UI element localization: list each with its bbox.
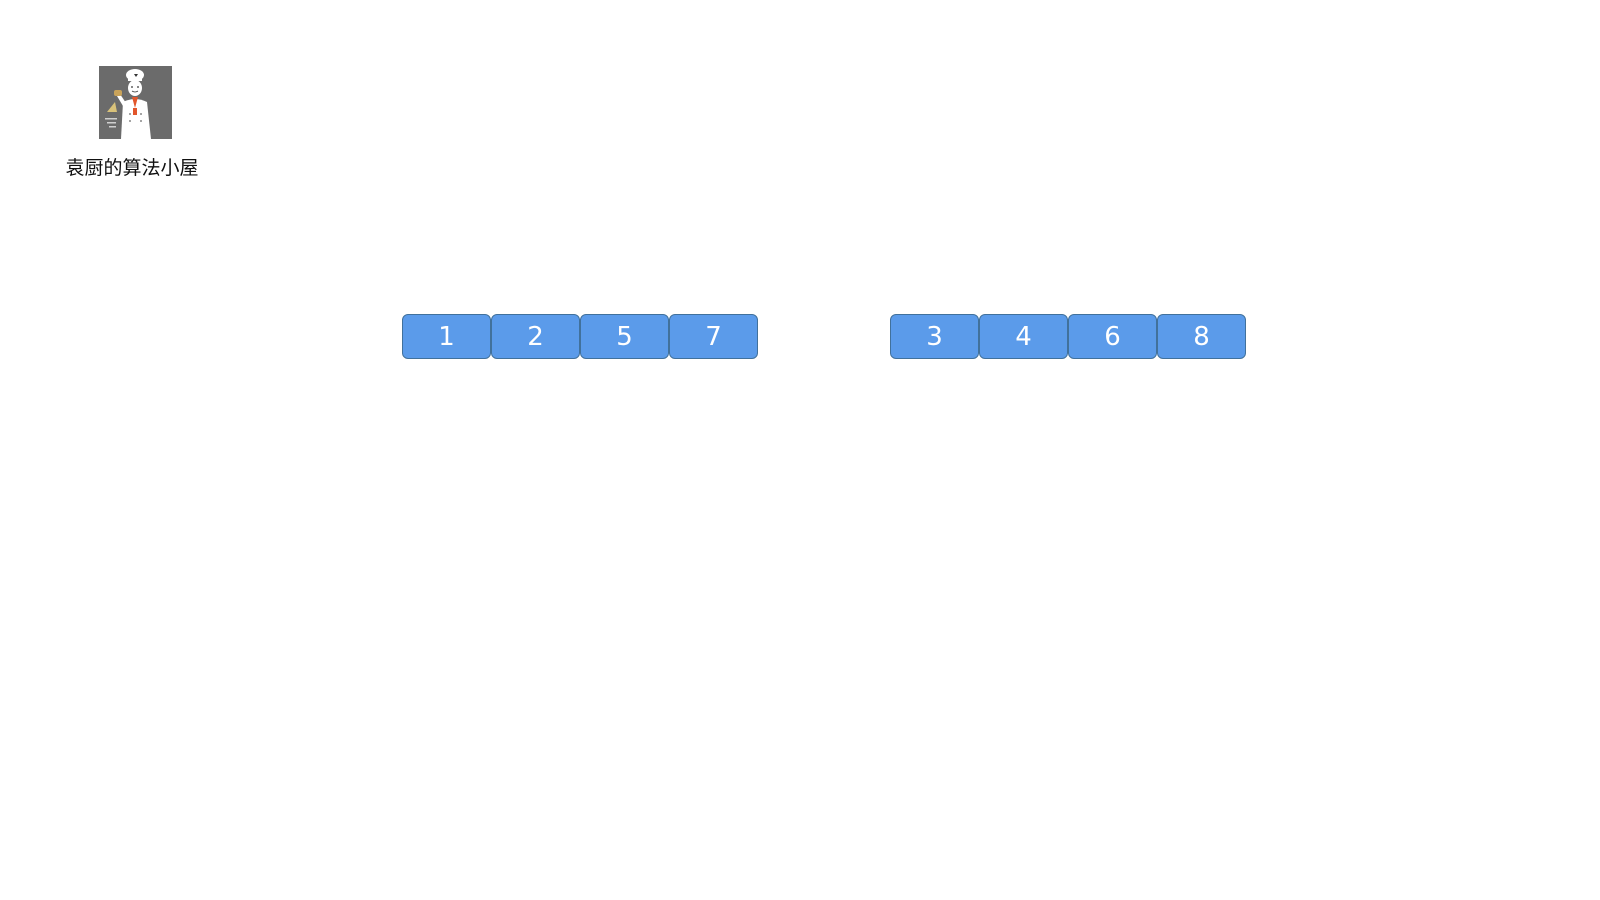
array-cell: 6 bbox=[1068, 314, 1157, 359]
array-cell: 7 bbox=[669, 314, 758, 359]
right-array: 3 4 6 8 bbox=[890, 314, 1246, 361]
chef-mascot-icon bbox=[99, 66, 172, 139]
brand-name: 袁厨的算法小屋 bbox=[65, 157, 199, 179]
array-cell: 5 bbox=[580, 314, 669, 359]
left-array: 1 2 5 7 bbox=[402, 314, 758, 361]
array-cell: 8 bbox=[1157, 314, 1246, 359]
array-cell: 3 bbox=[890, 314, 979, 359]
array-cell: 2 bbox=[491, 314, 580, 359]
array-cell: 4 bbox=[979, 314, 1068, 359]
array-cell: 1 bbox=[402, 314, 491, 359]
